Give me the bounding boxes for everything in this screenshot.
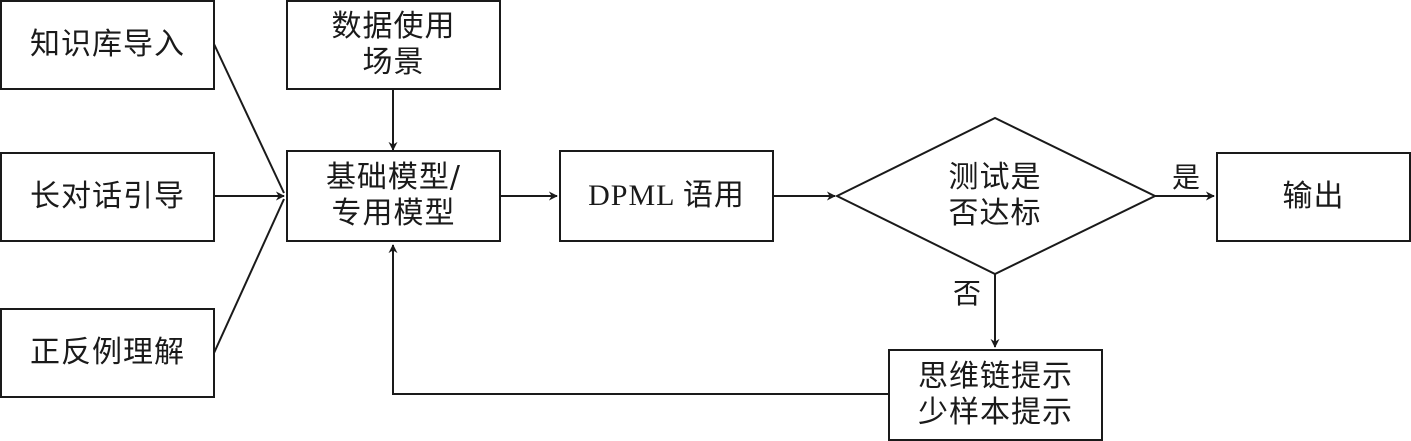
scenario-line1: 数据使用 [331,9,456,44]
scenario-box: 数据使用 场景 [286,0,501,90]
dpml-label: DPML 语用 [588,179,745,212]
input-knowledge-base: 知识库导入 [0,0,215,90]
output-label: 输出 [1282,179,1345,214]
edge-knowledge-to-model [213,43,285,194]
input-knowledge-base-label: 知识库导入 [30,27,185,62]
edge-label-yes: 是 [1172,161,1201,194]
input-long-dialog-label: 长对话引导 [30,179,185,214]
edge-examples-to-model [213,198,285,354]
edge-label-no: 否 [953,277,982,310]
feedback-line1: 思维链提示 [918,359,1073,394]
decision-text: 测试是 否达标 [900,156,1090,236]
decision-line2: 否达标 [948,196,1042,231]
model-line2: 专用模型 [331,196,456,231]
dpml-box: DPML 语用 [559,150,774,242]
feedback-line2: 少样本提示 [918,395,1073,430]
input-examples-label: 正反例理解 [30,335,185,370]
input-long-dialog: 长对话引导 [0,152,215,242]
edge-feedback-to-model [388,244,888,395]
input-examples: 正反例理解 [0,308,215,398]
scenario-line2: 场景 [362,45,425,80]
model-box: 基础模型/ 专用模型 [286,150,501,242]
model-line1: 基础模型/ [325,160,462,195]
feedback-box: 思维链提示 少样本提示 [888,349,1103,441]
output-box: 输出 [1216,152,1411,242]
decision-line1: 测试是 [948,160,1042,195]
